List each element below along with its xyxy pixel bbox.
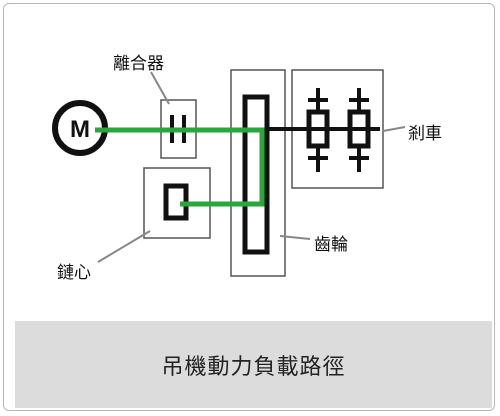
core-leader [97,230,151,263]
gear-bar [242,94,270,255]
clutch-leader [150,71,170,105]
caption-panel: 吊機動力負載路徑 [15,321,492,408]
gear-label: 齒輪 [314,235,348,255]
core-label: 鏈心 [57,263,91,283]
brake-leader [382,126,406,132]
brake-drum-left [306,88,330,172]
power-path-line [95,127,265,207]
gear-leader [279,235,311,240]
brake-label: 剎車 [408,124,442,144]
motor-letter: M [70,116,90,143]
brake-drum-right [347,88,371,172]
clutch-label: 離合器 [113,54,164,74]
figure-frame: 吊機動力負載路徑 [3,3,495,411]
gear-housing [230,69,286,277]
figure-caption: 吊機動力負載路徑 [161,354,346,380]
